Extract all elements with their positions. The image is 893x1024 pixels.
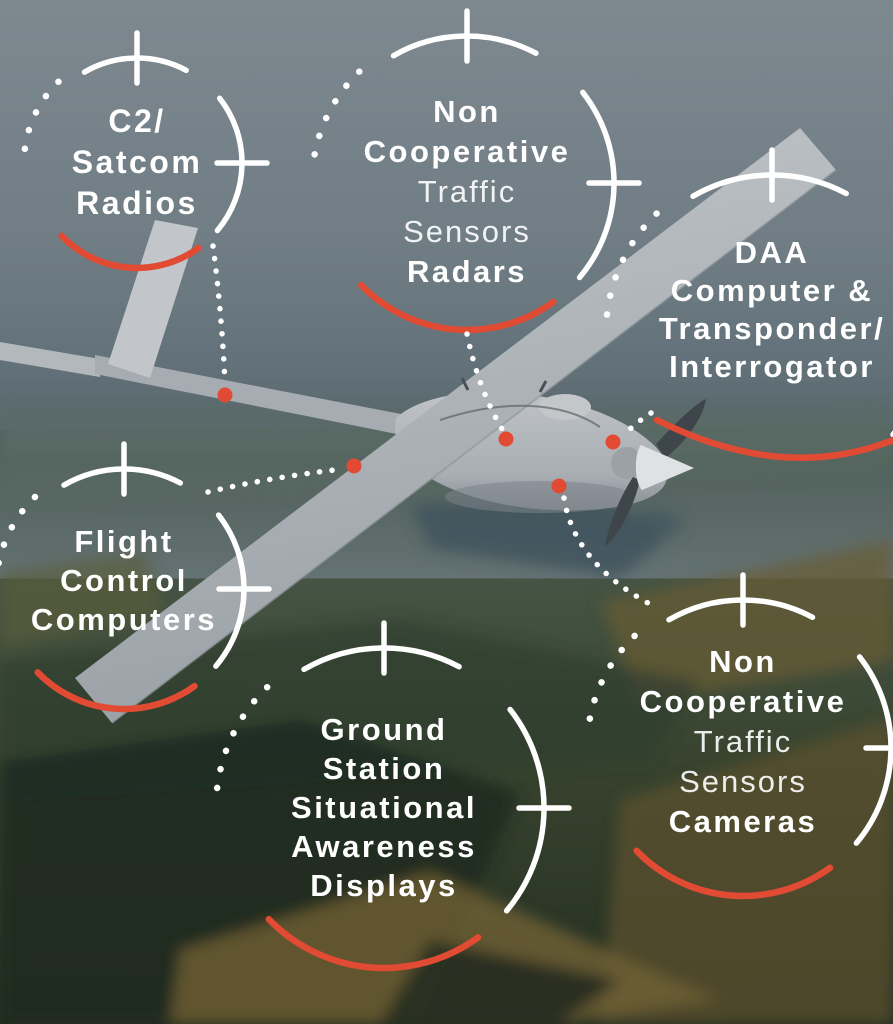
reticle-red-arc: [358, 281, 557, 334]
reticle-top-arc: [301, 645, 462, 673]
label-line: Computers: [30, 602, 218, 637]
connector-dotted-line: [561, 495, 651, 606]
annotations: [0, 8, 893, 972]
field-patch: [600, 718, 893, 1024]
label-line: Sensors: [679, 764, 807, 799]
label-line: Awareness: [291, 829, 477, 864]
label-line: Satcom: [71, 144, 203, 180]
tail-boom: [95, 355, 432, 441]
wing-trailing-edge: [111, 169, 837, 724]
reticle-traffic-sensors-radars: [309, 8, 642, 447]
label-line: C2/: [108, 103, 166, 139]
label-line: Radios: [76, 185, 198, 221]
label-line: Transponder/: [658, 311, 886, 346]
reticle-dotted-arc: [603, 210, 660, 319]
label-line: Control: [60, 563, 188, 598]
label-flight-control-computers: Flight Control Computers: [0, 522, 254, 639]
main-wing: [75, 128, 836, 723]
label-line: Traffic: [693, 724, 793, 759]
label-line: Sensors: [403, 214, 531, 249]
fuselage-cable: [439, 404, 601, 428]
label-ground-station-displays: Ground Station Situational Awareness Dis…: [234, 710, 534, 905]
antenna-dome: [539, 394, 591, 420]
label-traffic-sensors-cameras: Non Cooperative Traffic Sensors Cameras: [593, 642, 893, 842]
label-line: Non: [709, 644, 777, 679]
label-traffic-sensors-radars: Non Cooperative Traffic Sensors Radars: [327, 92, 607, 292]
field-patch: [600, 540, 893, 702]
connector-dotted-line: [210, 243, 228, 387]
label-line: DAA: [734, 235, 810, 270]
connector-dotted-line: [464, 331, 505, 432]
label-line: Computer &: [670, 273, 874, 308]
label-line: Displays: [310, 868, 458, 903]
reticle-dotted-arc: [21, 78, 62, 155]
label-daa-computer-transponder: DAA Computer & Transponder/ Interrogator: [622, 234, 893, 386]
reticle-flight-control-computers: [0, 441, 362, 713]
reticle-daa-computer-transponder: [603, 147, 893, 461]
label-line: Cameras: [668, 804, 818, 839]
marker-dot-fuselage-belly: [551, 478, 567, 494]
label-c2-satcom-radios: C2/ Satcom Radios: [7, 101, 267, 224]
antenna-mast: [460, 377, 548, 393]
marker-dot-aft-fuselage: [605, 434, 621, 450]
fuselage-belly-shade: [445, 481, 635, 513]
marker-dot-fuselage-top: [498, 431, 514, 447]
reticle-red-arc: [34, 669, 198, 713]
field-patch: [0, 552, 165, 648]
spinner-cone: [635, 445, 694, 490]
label-line: Flight: [74, 524, 174, 559]
reticle-c2-satcom-radios: [21, 30, 270, 403]
reticle-dotted-arc: [213, 683, 271, 794]
uav-aircraft: [0, 128, 837, 724]
reticle-dotted-arc: [309, 68, 363, 171]
label-line: Cooperative: [639, 684, 847, 719]
reticle-traffic-sensors-cameras: [551, 478, 893, 900]
label-line: Cooperative: [363, 134, 571, 169]
marker-dot-wing-root: [346, 458, 362, 474]
reticle-red-arc: [58, 232, 202, 272]
marker-dot-tail-boom: [217, 387, 233, 403]
reticle-red-arc: [633, 847, 834, 900]
reticle-red-arc: [653, 416, 893, 461]
lake: [614, 511, 682, 537]
label-line: Traffic: [417, 174, 517, 209]
reticle-ground-station-displays: [213, 620, 572, 972]
label-line: Ground: [320, 712, 448, 747]
label-line: Non: [433, 94, 501, 129]
propeller-blade: [605, 477, 640, 546]
engine-ring: [611, 447, 643, 479]
reticle-dotted-arc: [584, 632, 638, 735]
connector-dotted-line: [205, 466, 346, 495]
label-line: Situational: [291, 790, 477, 825]
label-line: Interrogator: [669, 349, 875, 384]
label-line: Radars: [406, 254, 528, 289]
reticle-right-arc: [503, 706, 547, 914]
horizontal-stabilizer: [0, 342, 100, 377]
reticle-red-arc: [265, 915, 482, 972]
river: [410, 496, 665, 577]
label-line: Station: [322, 751, 446, 786]
